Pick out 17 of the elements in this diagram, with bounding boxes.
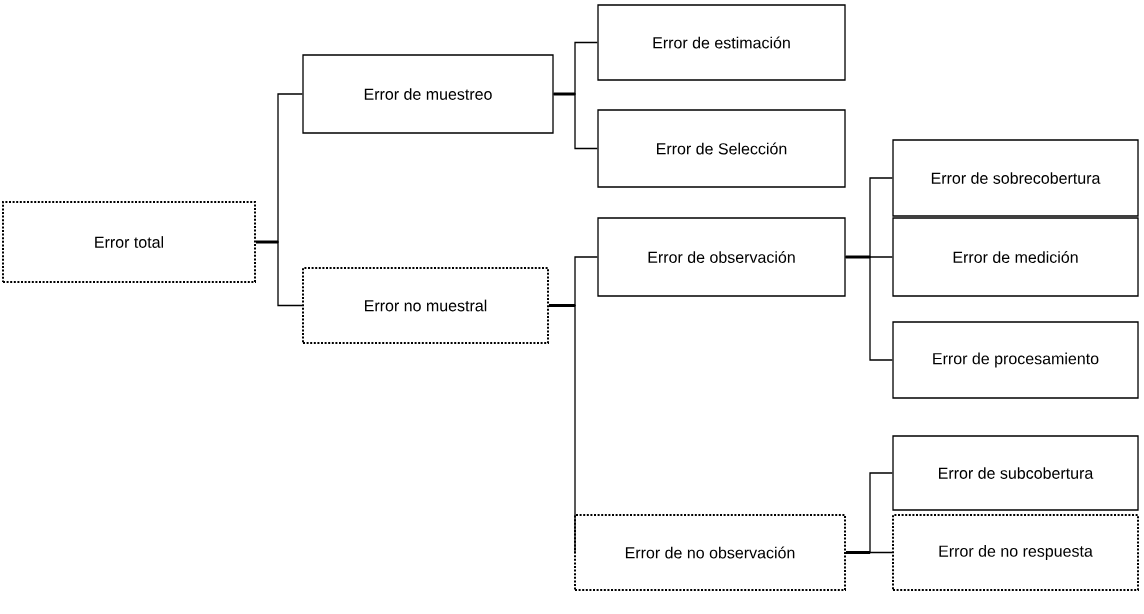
dotted-box: Error de no respuesta <box>892 514 1139 591</box>
connector <box>845 256 893 361</box>
process-box: Error de muestreo <box>302 54 554 134</box>
process-box: Error de Selección <box>597 109 846 188</box>
process-box: Error de observación <box>597 217 846 297</box>
dotted-box: Error de no observación <box>574 514 846 591</box>
process-box: Error de procesamiento <box>892 321 1139 399</box>
connector <box>845 551 893 554</box>
connector <box>553 93 598 150</box>
process-box: Error de sobrecobertura <box>892 139 1139 217</box>
process-box: Error de estimación <box>597 4 846 81</box>
dotted-box: Error total <box>2 201 256 283</box>
dotted-box: Error no muestral <box>302 267 549 344</box>
connector <box>255 241 303 307</box>
connector <box>548 304 576 554</box>
process-box: Error de subcobertura <box>892 435 1139 511</box>
process-box: Error de medición <box>892 217 1139 297</box>
